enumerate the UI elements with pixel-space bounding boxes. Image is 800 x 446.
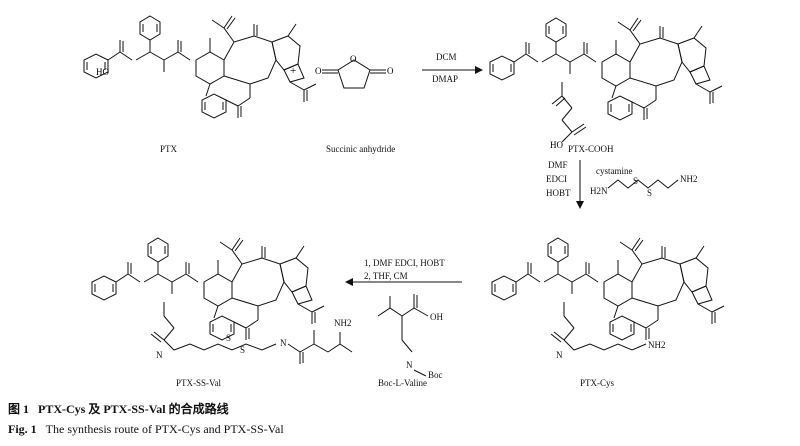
ptx-ss-val-linker	[150, 302, 353, 364]
svg-text:O: O	[315, 66, 322, 76]
reagent-edci: EDCI	[546, 174, 567, 184]
atom-s1-ptx-ss-val: S	[226, 333, 232, 343]
label-ptx-ss-val: PTX-SS-Val	[176, 378, 222, 388]
atom-n-boc-val: N	[406, 360, 413, 370]
caption-en-number: Fig. 1	[8, 422, 37, 436]
atom-s2-cystamine: S	[647, 188, 653, 198]
atom-s1-cystamine: S	[633, 176, 639, 186]
reagent-dmf: DMF	[548, 160, 568, 170]
svg-text:O: O	[387, 66, 394, 76]
caption-en: Fig. 1 The synthesis route of PTX-Cys an…	[8, 422, 284, 437]
succinate-linker	[551, 82, 587, 143]
atom-nh2-cystamine: NH2	[680, 174, 698, 184]
label-ptx-cys: PTX-Cys	[580, 378, 615, 388]
svg-text:HO: HO	[550, 140, 563, 150]
label-boc-l-valine: Boc-L-Valine	[378, 378, 427, 388]
reagent-cystamine: cystamine	[596, 166, 633, 176]
atom-label: HO	[96, 67, 109, 77]
plus-sign: +	[290, 65, 296, 77]
cystamine-structure	[607, 179, 679, 189]
ptx-cys-linker	[550, 302, 647, 351]
reagent-dcm: DCM	[436, 52, 457, 62]
boc-valine-structure	[377, 294, 429, 377]
label-succinic-anhydride: Succinic anhydride	[326, 144, 396, 154]
label-ptx: PTX	[160, 144, 178, 154]
atom-boc: Boc	[428, 370, 443, 380]
reagent-step3-line2: 2, THF, CM	[364, 271, 408, 281]
atom-n-linker-ss-val: N	[156, 350, 163, 360]
atom-h2n-cystamine: H2N	[590, 186, 608, 196]
atom-nh2-ptx-cys: NH2	[648, 340, 666, 350]
svg-text:O: O	[350, 54, 357, 64]
caption-cn-number: 图 1	[8, 402, 30, 416]
succinic-anhydride-structure	[322, 59, 386, 89]
reagent-dmap: DMAP	[432, 74, 459, 84]
reagent-step3-line1: 1, DMF EDCI, HOBT	[364, 258, 445, 268]
atom-n-ptx-ss-val: N	[280, 338, 287, 348]
atom-oh-boc-val: OH	[430, 312, 443, 322]
reagent-hobt: HOBT	[546, 188, 571, 198]
atom-n-ptx-cys: N	[556, 350, 563, 360]
label-ptx-cooh: PTX-COOH	[568, 144, 614, 154]
atom-nh2-val: NH2	[334, 318, 352, 328]
caption-en-text: The synthesis route of PTX-Cys and PTX-S…	[45, 422, 284, 436]
caption-cn-text: PTX-Cys 及 PTX-SS-Val 的合成路线	[38, 402, 229, 416]
atom-s2-ptx-ss-val: S	[240, 345, 246, 355]
caption-cn: 图 1 PTX-Cys 及 PTX-SS-Val 的合成路线	[8, 400, 229, 417]
